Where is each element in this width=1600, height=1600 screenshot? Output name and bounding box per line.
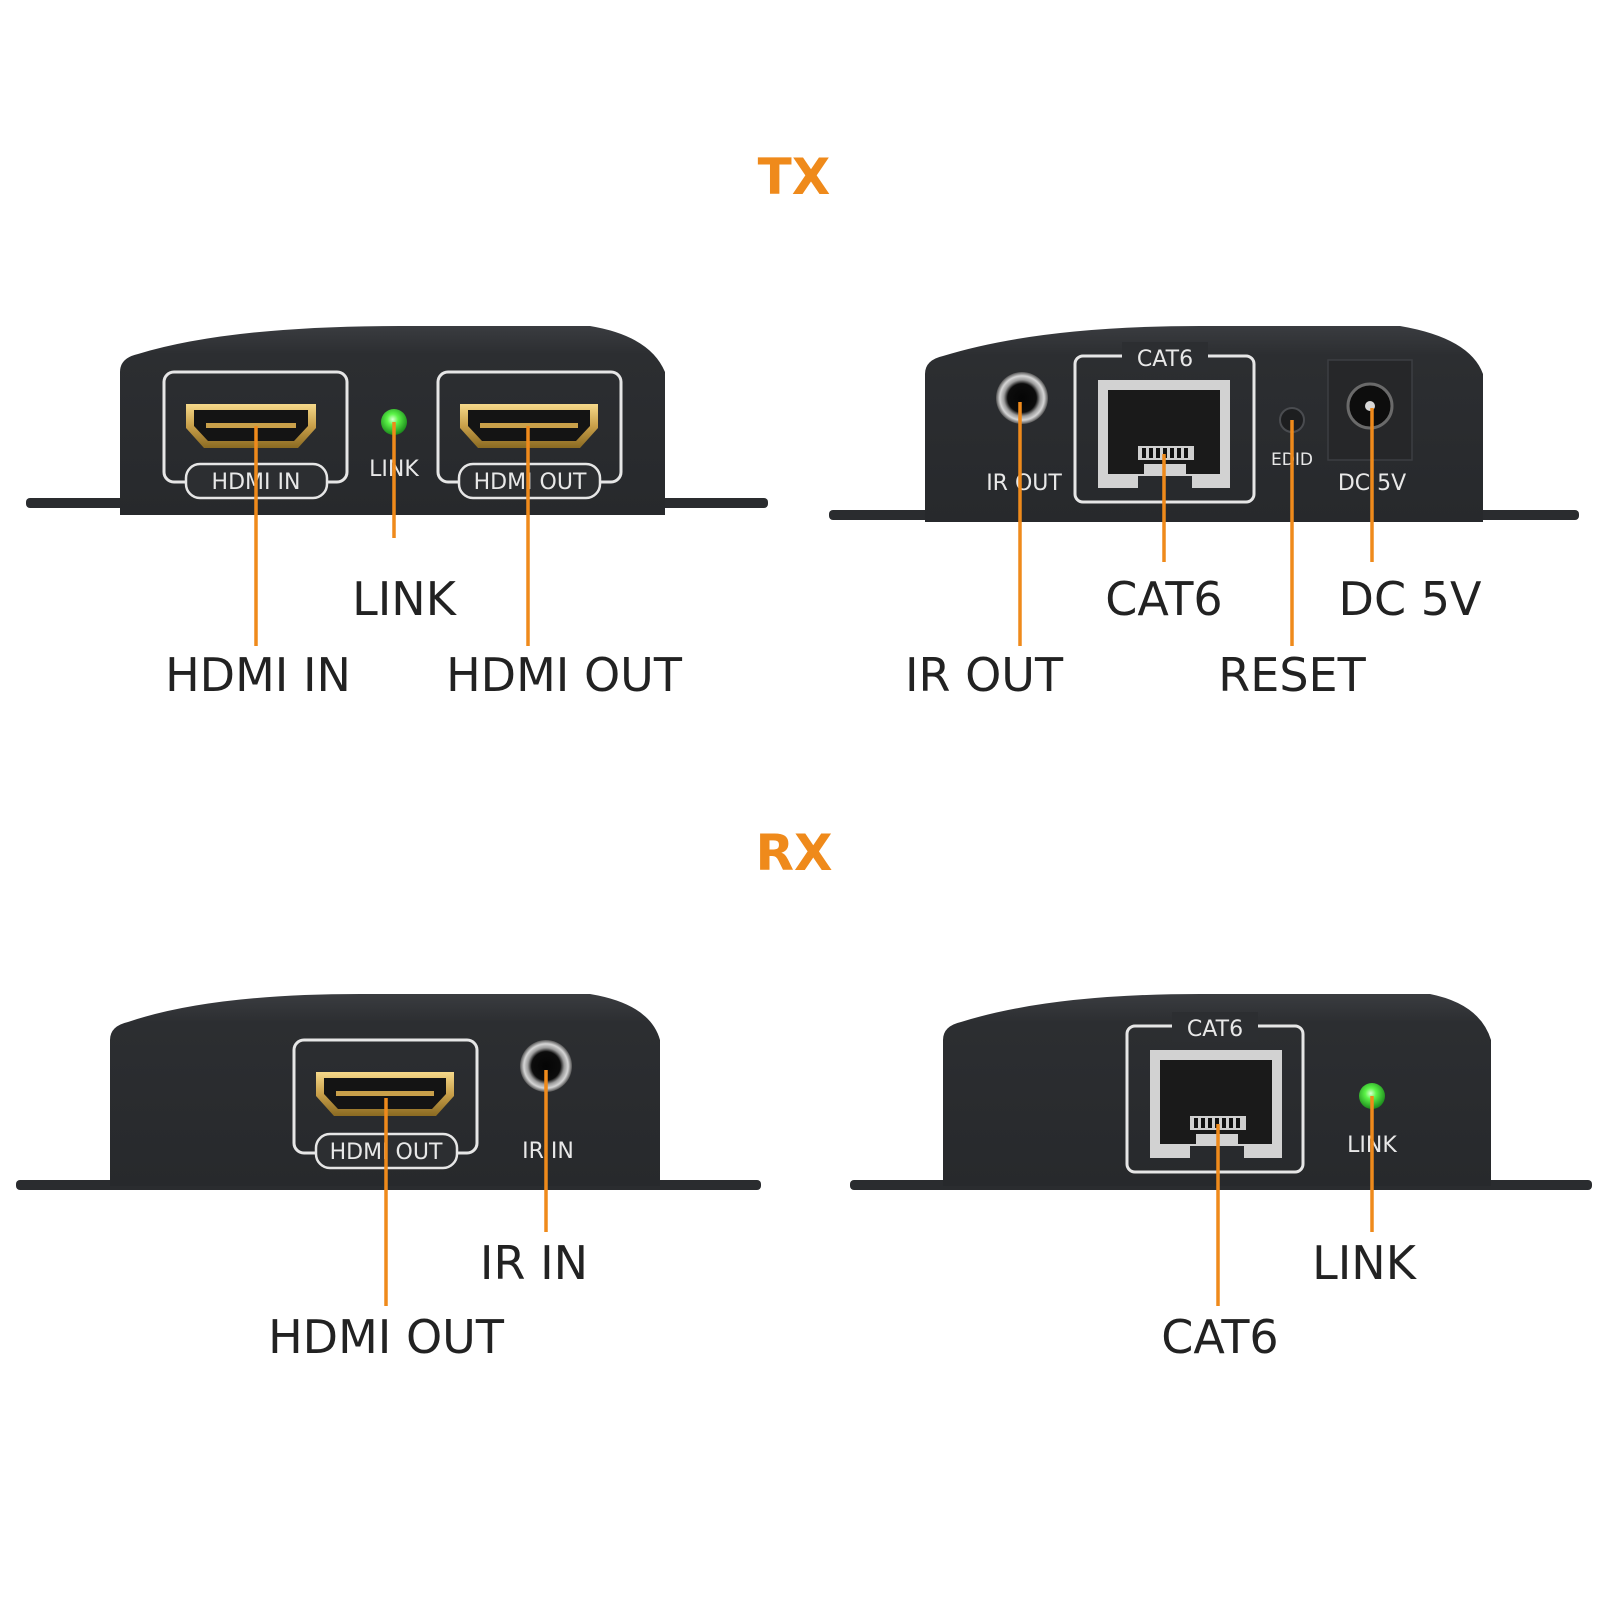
tx-front-device: HDMI IN LINK HDMI OUT [26,326,768,515]
ir-out-panel-label: IR OUT [986,471,1062,496]
callout-cat6: CAT6 [1161,1310,1278,1364]
callout-cat6: CAT6 [1105,572,1222,626]
cat6-panel-label: CAT6 [1187,1017,1243,1042]
ir-in-jack: IR IN [520,1040,574,1164]
tx-back-device: IR OUT CAT6 EDID DC 5V [829,326,1579,522]
jack-icon [996,372,1048,424]
cat6-port: CAT6 [1125,1012,1305,1174]
ir-in-panel-label: IR IN [522,1139,574,1164]
callout-hdmi-out: HDMI OUT [268,1310,505,1364]
callout-dc: DC 5V [1339,572,1482,626]
cat6-port: CAT6 [1073,342,1256,504]
rx-title: RX [755,824,832,882]
callout-reset: RESET [1218,648,1366,702]
dc-power-jack: DC 5V [1327,359,1413,496]
callout-ir-in: IR IN [480,1236,588,1290]
callout-ir-out: IR OUT [905,648,1064,702]
cat6-panel-label: CAT6 [1137,347,1193,372]
ir-out-jack: IR OUT [986,372,1062,496]
jack-icon [520,1040,572,1092]
callout-hdmi-in: HDMI IN [165,648,351,702]
hdmi-out-port: HDMI OUT [292,1038,479,1170]
callout-hdmi-out: HDMI OUT [446,648,683,702]
callout-link: LINK [352,572,458,626]
hdmi-out-panel-label: HDMI OUT [474,470,587,495]
callout-link: LINK [1312,1236,1418,1290]
rx-front-device: HDMI OUT IR IN [16,994,761,1190]
rx-back-device: CAT6 LINK [850,994,1592,1190]
tx-title: TX [758,148,831,206]
